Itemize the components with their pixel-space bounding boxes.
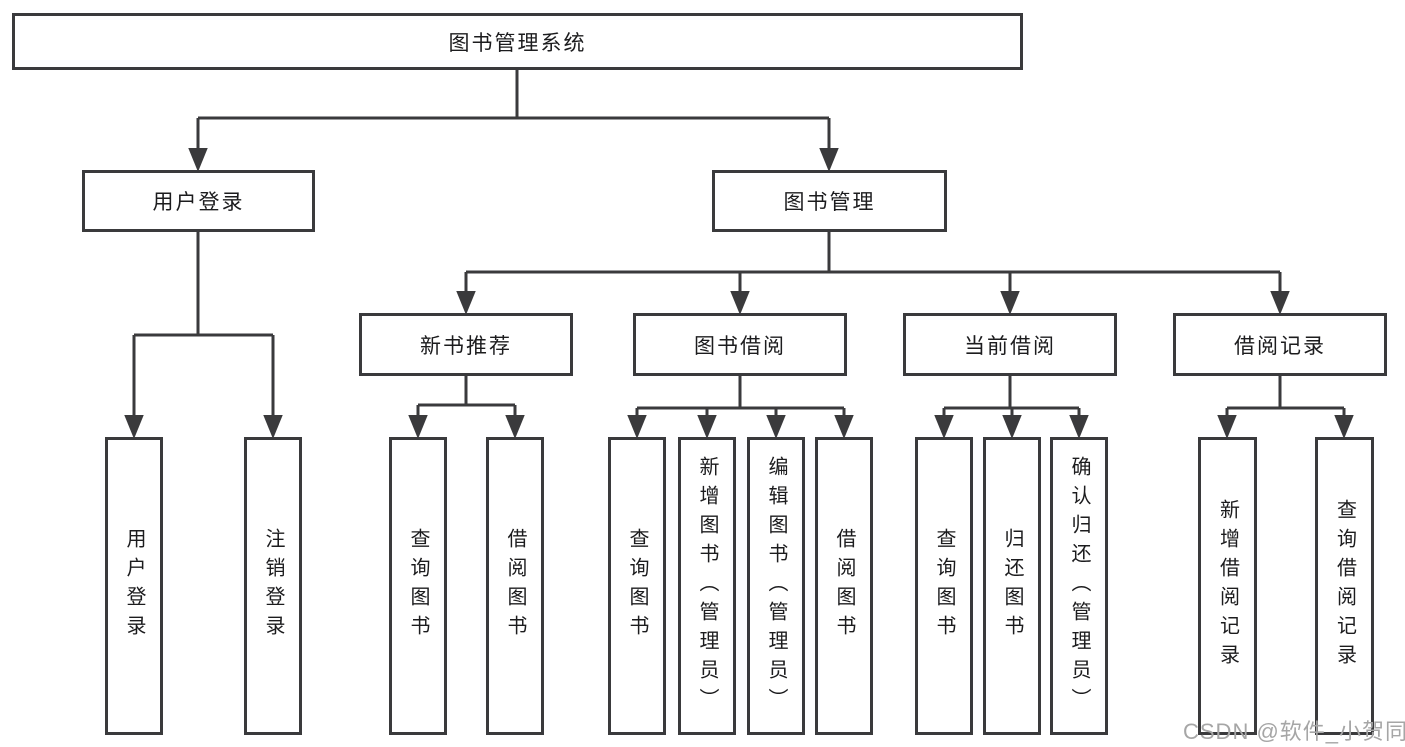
edge-root-branch (198, 70, 829, 120)
edge-user-login-branch (134, 232, 273, 337)
node-leaf-logout: 注销登录 (244, 437, 302, 735)
node-book-borrow: 图书借阅 (633, 313, 847, 376)
edge-borrow-records-branch (1227, 376, 1344, 410)
node-leaf-recommend-query-book: 查询图书 (389, 437, 447, 735)
node-leaf-records-add-record: 新增借阅记录 (1198, 437, 1257, 735)
node-leaf-borrow-edit-book: 编辑图书（管理员） (747, 437, 805, 735)
node-leaf-borrow-query-book: 查询图书 (608, 437, 666, 735)
node-current-borrow: 当前借阅 (903, 313, 1117, 376)
node-borrow-records: 借阅记录 (1173, 313, 1387, 376)
node-leaf-current-return-book: 归还图书 (983, 437, 1041, 735)
node-leaf-borrow-add-book: 新增图书（管理员） (678, 437, 736, 735)
edge-current-borrow-branch (944, 376, 1079, 410)
edge-book-borrow-branch (637, 376, 844, 410)
edge-new-book-recommend-branch (418, 376, 515, 407)
node-root: 图书管理系统 (12, 13, 1023, 70)
node-leaf-current-confirm-return: 确认归还（管理员） (1050, 437, 1108, 735)
node-user-login: 用户登录 (82, 170, 315, 232)
node-new-book-recommend: 新书推荐 (359, 313, 573, 376)
watermark: CSDN @软件_小贺同学 (1183, 719, 1405, 744)
node-leaf-records-query-record: 查询借阅记录 (1315, 437, 1374, 735)
node-leaf-borrow-borrow-book: 借阅图书 (815, 437, 873, 735)
edge-book-management-branch (466, 232, 1280, 274)
node-book-management: 图书管理 (712, 170, 947, 232)
node-leaf-user-login: 用户登录 (105, 437, 163, 735)
node-leaf-recommend-borrow-book: 借阅图书 (486, 437, 544, 735)
node-leaf-current-query-book: 查询图书 (915, 437, 973, 735)
